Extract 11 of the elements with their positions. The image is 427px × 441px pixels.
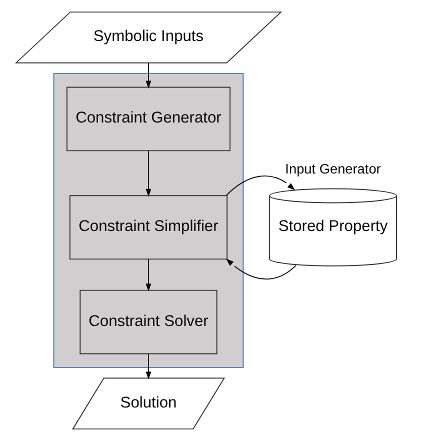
arrow [145, 150, 151, 197]
node-box: Constraint Generator [66, 86, 230, 152]
cluster [52, 73, 244, 368]
arrow [145, 258, 151, 292]
arrow [226, 176, 295, 196]
arrow [225, 258, 296, 280]
node-box: Constraint Simplifier [68, 195, 228, 260]
arrow [145, 62, 151, 89]
node-box: Constraint Solver [79, 290, 217, 354]
node-label: Input Generator [284, 161, 380, 176]
arrow [145, 354, 151, 380]
